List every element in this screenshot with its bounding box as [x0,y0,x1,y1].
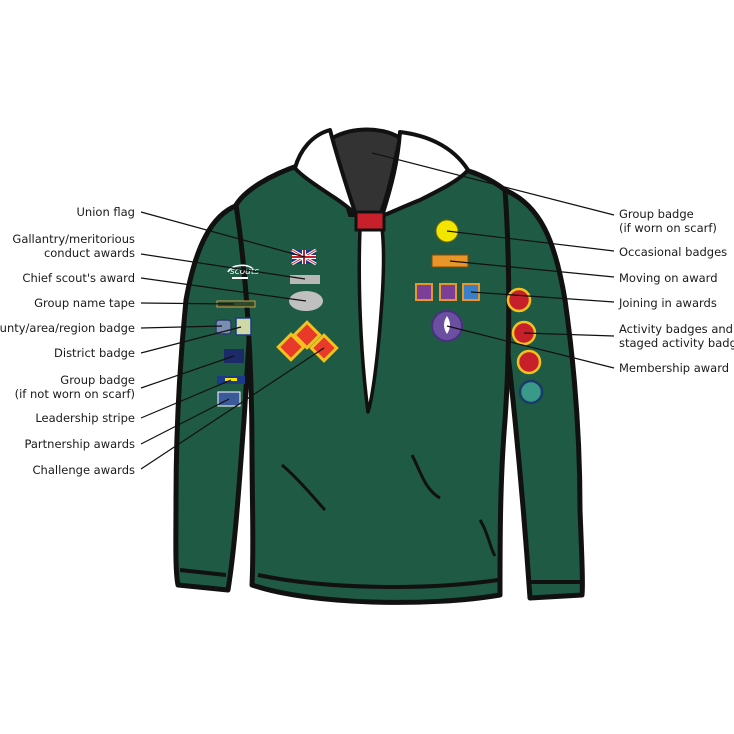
label-group-badge-not-scarf: Group badge(if not worn on scarf) [15,373,135,401]
leadership-stripe-band [225,378,237,381]
label-partnership-awards: Partnership awards [24,437,135,451]
label-leadership-stripe: Leadership stripe [35,411,135,425]
label-membership-award-line: Membership award [619,361,729,375]
label-leadership-stripe-line: Leadership stripe [35,411,135,425]
label-union-flag: Union flag [77,205,135,219]
district-badge-shape [235,317,252,336]
left-cuff [179,568,227,577]
label-activity-badges-line: Activity badges and [619,322,733,336]
label-joining-in-awards-line: Joining in awards [618,296,717,310]
label-challenge-awards-line: Challenge awards [33,463,135,477]
label-moving-on-award-line: Moving on award [619,271,718,285]
leader-lines-right [371,152,615,369]
label-group-name-tape-line: Group name tape [34,296,135,310]
label-activity-badges-line: staged activity badges [619,336,734,350]
label-chief-scout: Chief scout's award [22,271,135,285]
label-group-badge-scarf-line: (if worn on scarf) [619,221,717,235]
label-moving-on-award: Moving on award [619,271,718,285]
label-group-badge-scarf-line: Group badge [619,207,694,221]
scarf-tails [357,226,386,414]
label-partnership-awards-line: Partnership awards [24,437,135,451]
gallantry-award-bar [290,275,320,284]
labels-right: Group badge(if worn on scarf) Occasional … [618,207,734,375]
label-group-badge-not-scarf-line: Group badge [60,373,135,387]
scarf-collar-right [380,130,470,218]
label-challenge-awards: Challenge awards [33,463,135,477]
leader-lines-left [140,211,325,470]
membership-fleur [444,316,450,334]
label-chief-scout-line: Chief scout's award [22,271,135,285]
fold-line-3 [478,519,497,557]
jumper [173,127,585,605]
label-gallantry-line: Gallantry/meritorious [12,232,135,246]
scouts-logo-text: scouts [230,267,259,277]
label-occasional-badges: Occasional badges [619,245,727,259]
label-membership-award: Membership award [619,361,729,375]
joining-in-awards-group [415,283,480,301]
scouts-logo: scouts [227,264,259,279]
fold-line-2 [410,454,441,500]
label-union-flag-line: Union flag [77,205,135,219]
label-group-badge-scarf: Group badge(if worn on scarf) [619,207,717,235]
label-county-badge: County/area/region badge [0,321,135,335]
label-group-badge-not-scarf-line: (if not worn on scarf) [15,387,135,401]
woggle [354,210,386,232]
waistband [257,573,499,589]
label-district-badge: District badge [54,346,135,360]
label-district-badge-line: District badge [54,346,135,360]
label-group-name-tape: Group name tape [34,296,135,310]
label-occasional-badges-line: Occasional badges [619,245,727,259]
fold-line-1 [281,463,327,512]
scarf-collar-left [293,128,358,217]
label-county-badge-line: County/area/region badge [0,321,135,335]
label-gallantry-line: conduct awards [44,246,135,260]
label-joining-in-awards: Joining in awards [618,296,717,310]
